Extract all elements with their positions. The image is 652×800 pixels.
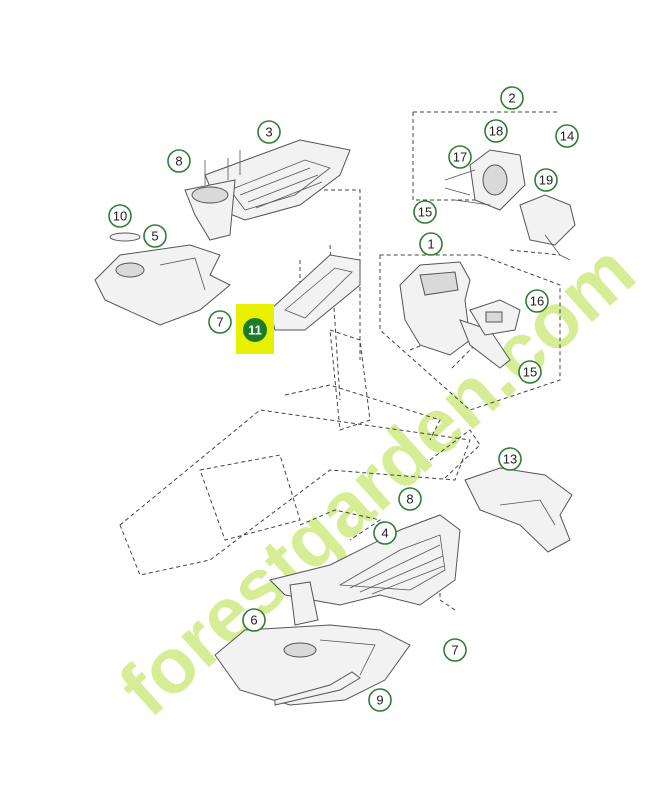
callout-label: 15	[418, 205, 432, 220]
callout-3[interactable]: 3	[257, 120, 281, 144]
part-clip	[109, 232, 141, 242]
callout-16[interactable]: 16	[525, 289, 549, 313]
part-front-body	[214, 624, 411, 706]
callout-2[interactable]: 2	[500, 86, 524, 110]
callout-label: 18	[489, 124, 503, 139]
callout-5[interactable]: 5	[143, 224, 167, 248]
part-floor-mat-bottom	[269, 514, 461, 626]
callout-label: 2	[508, 91, 515, 106]
part-dashboard	[399, 261, 511, 369]
callout-9[interactable]: 9	[368, 688, 392, 712]
callout-label: 10	[113, 209, 127, 224]
callout-label: 4	[381, 526, 388, 541]
callout-18[interactable]: 18	[484, 119, 508, 143]
callout-label: 15	[523, 365, 537, 380]
callout-label: 19	[539, 173, 553, 188]
callout-1[interactable]: 1	[419, 232, 443, 256]
part-right-cover	[519, 194, 576, 261]
callout-7-lower[interactable]: 7	[443, 638, 467, 662]
callout-14[interactable]: 14	[555, 124, 579, 148]
callout-13[interactable]: 13	[498, 447, 522, 471]
callout-label: 17	[453, 150, 467, 165]
callout-8-lower[interactable]: 8	[398, 487, 422, 511]
callout-label: 6	[250, 613, 257, 628]
callout-11-highlighted[interactable]: 11	[236, 304, 274, 354]
callout-label: 8	[175, 154, 182, 169]
callout-label: 1	[427, 237, 434, 252]
callout-label: 7	[451, 643, 458, 658]
callout-8[interactable]: 8	[167, 149, 191, 173]
callout-label: 16	[530, 294, 544, 309]
callout-4[interactable]: 4	[373, 521, 397, 545]
part-steering-assembly	[444, 149, 526, 211]
part-trim-strip	[274, 671, 361, 706]
callout-label: 13	[503, 452, 517, 467]
part-left-fender	[94, 244, 231, 326]
callout-label: 9	[376, 693, 383, 708]
callout-label: 8	[406, 492, 413, 507]
callout-15-lower[interactable]: 15	[518, 360, 542, 384]
callout-label: 7	[216, 315, 223, 330]
callout-label: 3	[265, 125, 272, 140]
part-storage-bin	[184, 150, 241, 241]
callout-15[interactable]: 15	[413, 200, 437, 224]
part-control-module	[469, 299, 521, 336]
callout-label: 14	[560, 129, 574, 144]
callout-10[interactable]: 10	[108, 204, 132, 228]
callout-19[interactable]: 19	[534, 168, 558, 192]
callout-7[interactable]: 7	[208, 310, 232, 334]
callout-6[interactable]: 6	[242, 608, 266, 632]
part-rear-hood	[464, 467, 573, 553]
part-floor-plate	[269, 254, 361, 331]
callout-label: 5	[151, 229, 158, 244]
callout-17[interactable]: 17	[448, 145, 472, 169]
callout-label: 11	[248, 323, 262, 338]
